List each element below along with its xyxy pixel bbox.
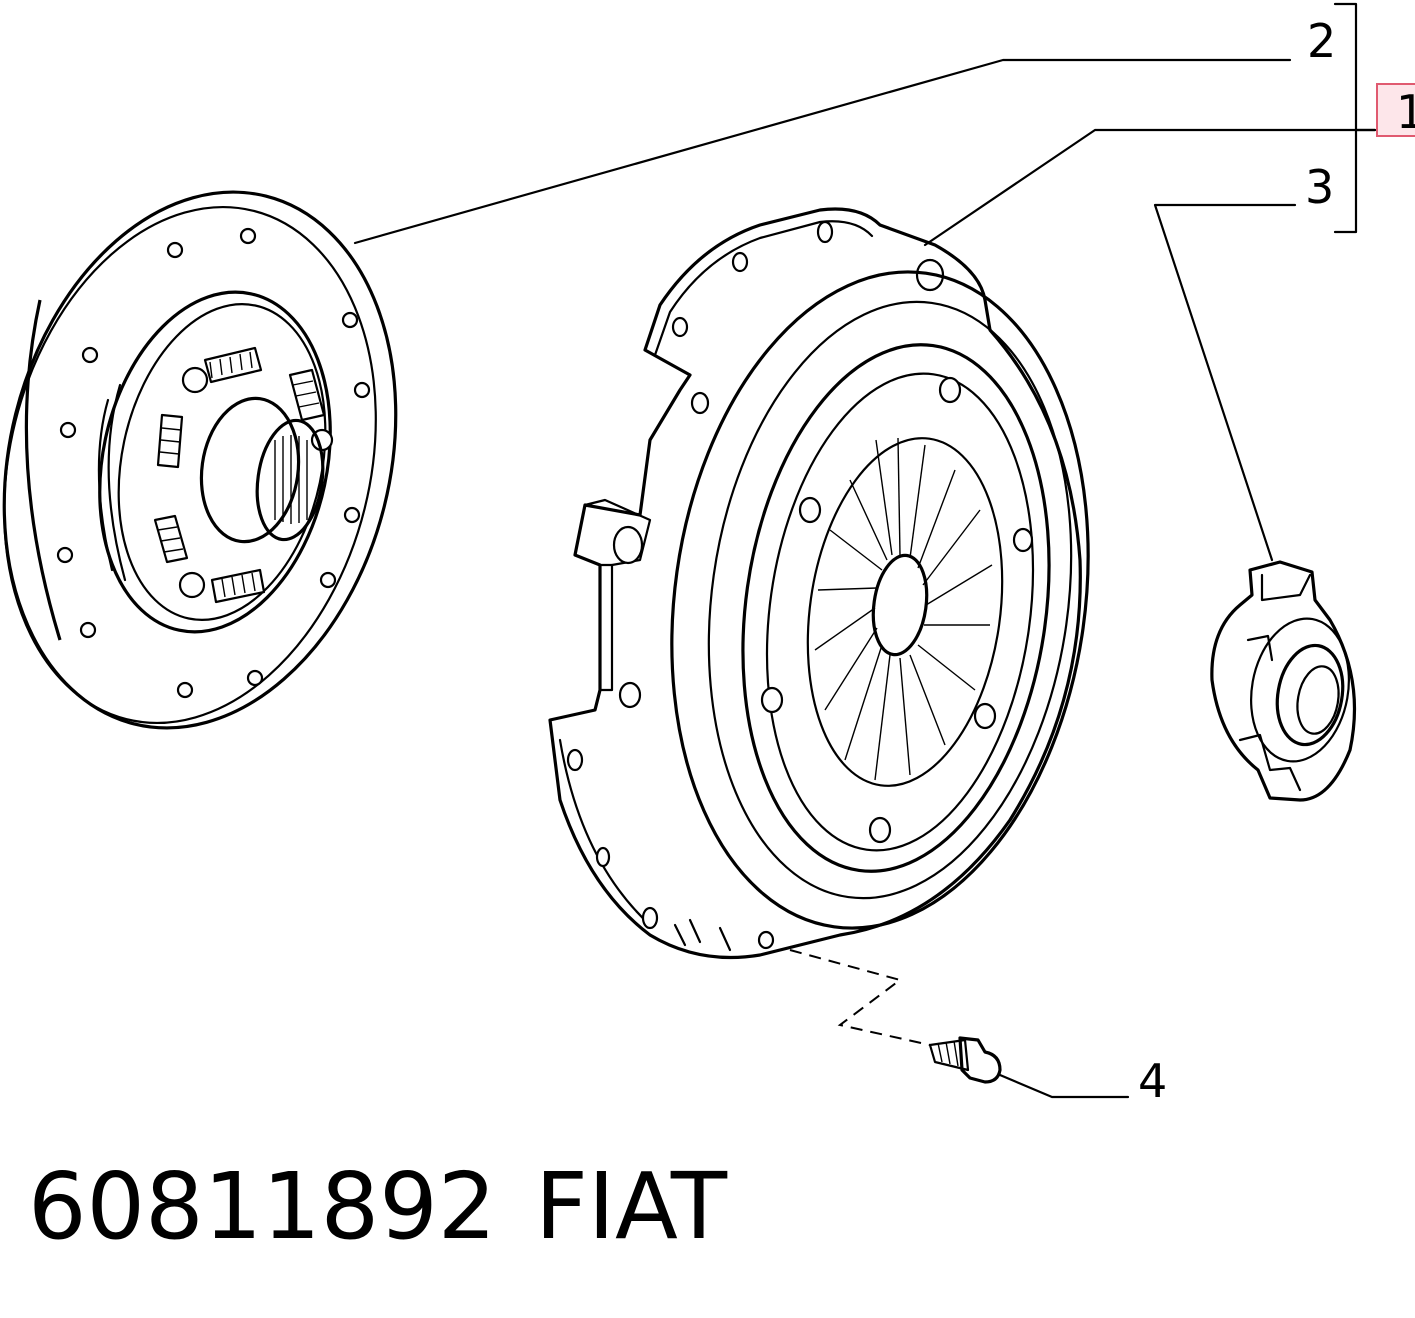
diaphragm-fingers — [814, 437, 993, 781]
release-bearing — [1210, 560, 1357, 802]
part-number-caption: 60811892 — [28, 1153, 496, 1260]
callout-1: 1 — [1396, 85, 1415, 139]
callout-2: 2 — [1307, 14, 1336, 68]
callout-1-highlight — [1376, 83, 1415, 137]
bolt-installation-path — [789, 949, 931, 1046]
leader-lines — [353, 2, 1377, 1099]
clutch-disc — [2, 190, 398, 730]
disc-rivets — [56, 227, 371, 699]
pressure-plate-cover — [548, 207, 1090, 960]
bolt — [928, 1036, 1002, 1084]
damper-springs — [153, 346, 326, 604]
callout-4: 4 — [1138, 1054, 1167, 1108]
housing-rivets — [760, 376, 1034, 844]
callout-3: 3 — [1305, 160, 1334, 214]
brand-caption: FIAT — [535, 1153, 728, 1260]
